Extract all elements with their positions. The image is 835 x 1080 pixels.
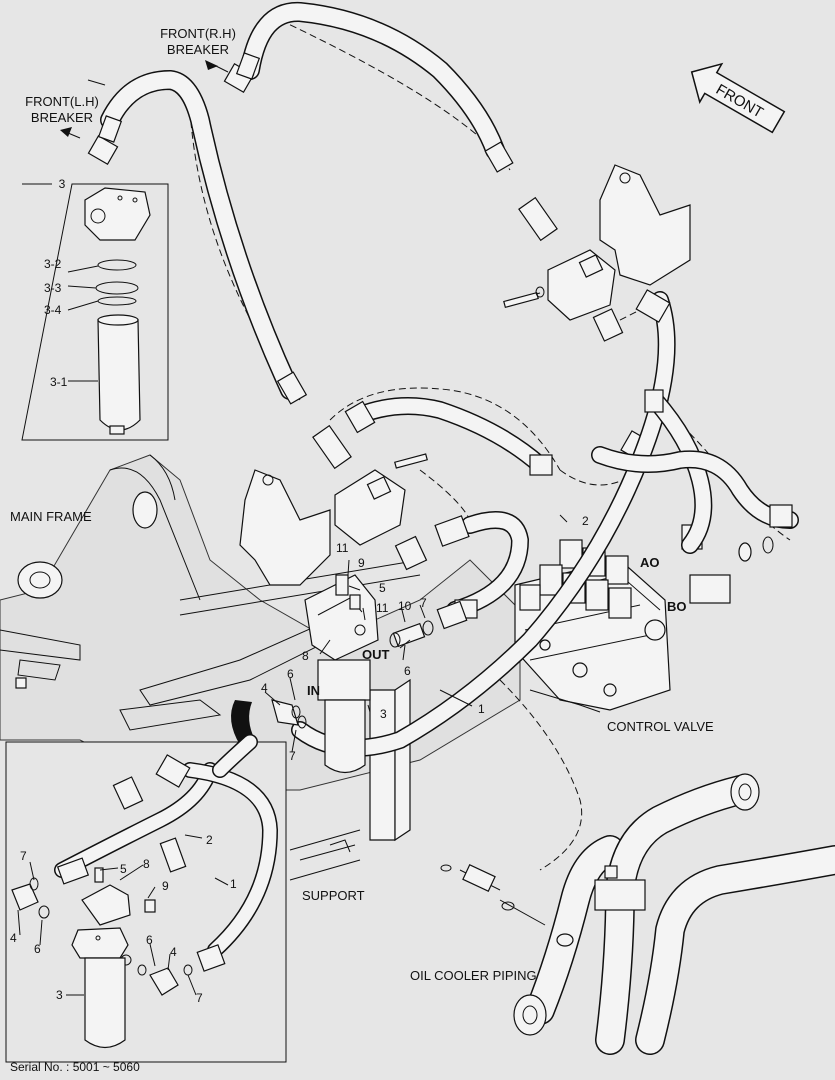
direction-arrows: [60, 60, 229, 139]
callout-3-filter: 3: [380, 707, 387, 721]
callout-6: 6: [287, 667, 294, 681]
breaker-hoses: [87, 2, 558, 470]
callout-7b: 7: [420, 596, 427, 610]
callout-1: 1: [478, 702, 485, 716]
front-lh-label-2: BREAKER: [31, 110, 93, 125]
oil-cooler-piping-label: OIL COOLER PIPING: [410, 968, 537, 983]
callout-3-3: 3-3: [44, 281, 62, 295]
filter-main: [271, 574, 468, 774]
arrow-lh-breaker-icon: [60, 127, 72, 137]
callout-10: 10: [398, 599, 412, 613]
callout-7: 7: [289, 749, 296, 763]
callout-11b: 11: [376, 601, 389, 615]
inset-filter-exploded: [21, 183, 169, 441]
front-rh-label-1: FRONT(R.H): [160, 26, 236, 41]
main-frame-label: MAIN FRAME: [10, 509, 92, 524]
leader-lines: [17, 79, 568, 996]
callout-8: 8: [302, 649, 309, 663]
inset-callout-4b: 4: [170, 945, 177, 959]
callout-9: 9: [358, 556, 365, 570]
inset-callout-8: 8: [143, 857, 150, 871]
inset-callout-1: 1: [230, 877, 237, 891]
inset-callout-7: 7: [20, 849, 27, 863]
callout-3: 3: [59, 177, 66, 191]
inset-callout-6: 6: [34, 942, 41, 956]
support-structure: [289, 678, 411, 881]
callout-6b: 6: [404, 664, 411, 678]
support-label: SUPPORT: [302, 888, 365, 903]
inset-callout-2: 2: [206, 833, 213, 847]
callout-3-1: 3-1: [50, 375, 68, 389]
upper-bracket: [503, 164, 691, 342]
callout-3-4: 3-4: [44, 303, 62, 317]
inset-callout-3: 3: [56, 988, 63, 1002]
port-bo-label: BO: [667, 599, 687, 614]
lower-bracket: [239, 453, 428, 586]
inset-callout-5: 5: [120, 862, 127, 876]
front-lh-label-1: FRONT(L.H): [25, 94, 99, 109]
callout-5: 5: [379, 581, 386, 595]
callout-4: 4: [261, 681, 268, 695]
front-rh-label-2: BREAKER: [167, 42, 229, 57]
inset-callout-4: 4: [10, 931, 17, 945]
callout-2: 2: [582, 514, 589, 528]
inset-lower-left: [5, 734, 287, 1063]
inset-callout-7b: 7: [196, 991, 203, 1005]
control-valve-label: CONTROL VALVE: [607, 719, 714, 734]
port-in-label: IN: [307, 683, 320, 698]
inset-callout-9: 9: [162, 879, 169, 893]
serial-number: Serial No. : 5001 ~ 5060: [10, 1060, 140, 1074]
port-ao-label: AO: [640, 555, 660, 570]
callouts: 3 3-2 3-3 3-4 3-1 1 2 3 4 5 6 6 7 7 8 9 …: [10, 177, 589, 1005]
callout-3-2: 3-2: [44, 257, 62, 271]
valve-spools: [519, 539, 632, 619]
arrow-rh-breaker-icon: [205, 60, 218, 70]
text-labels: FRONT(R.H) BREAKER FRONT(L.H) BREAKER MA…: [10, 26, 714, 1074]
inset-callout-6b: 6: [146, 933, 153, 947]
port-out-label: OUT: [362, 647, 390, 662]
callout-11: 11: [336, 541, 349, 555]
oil-cooler-piping: [440, 773, 835, 1055]
hose-2-main: [344, 289, 799, 619]
front-arrow: FRONT: [690, 62, 786, 134]
